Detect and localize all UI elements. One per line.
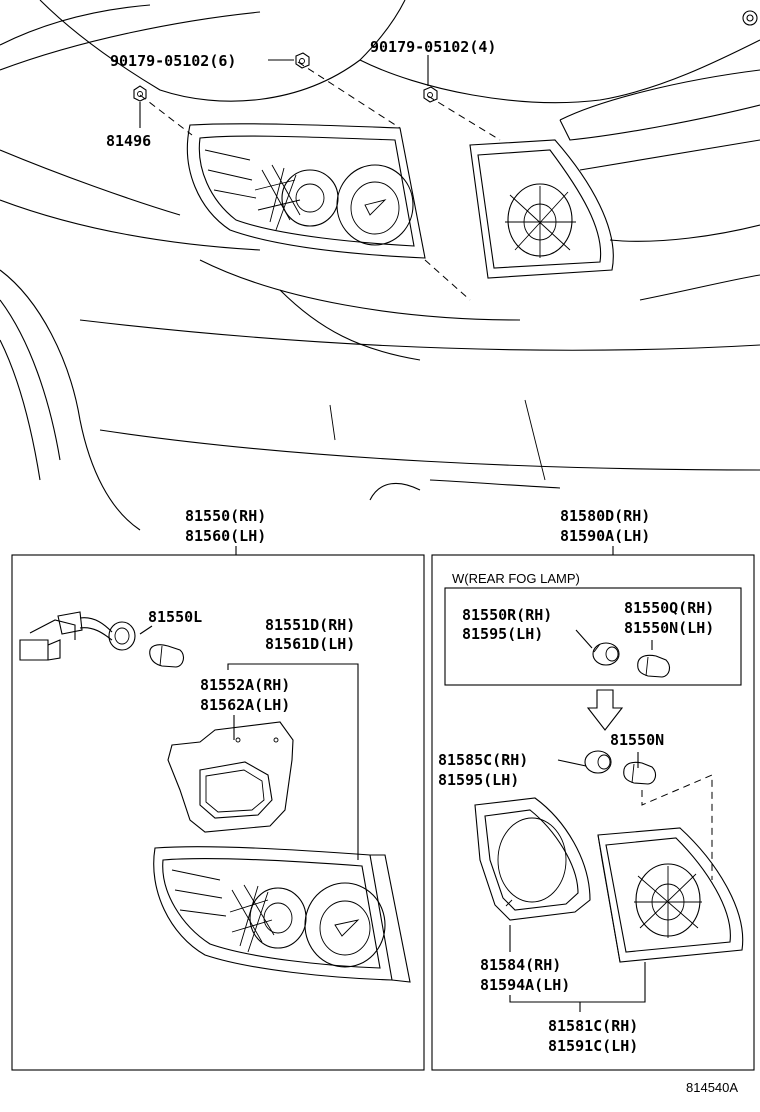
bulb-guide-dash bbox=[641, 774, 713, 880]
fog-bulb-illustration bbox=[637, 640, 671, 678]
upper-back-lamp-illustration bbox=[469, 139, 614, 279]
socket-rh-label[interactable]: 81585C(RH) bbox=[438, 751, 528, 769]
socket-wire-illustration bbox=[19, 611, 185, 668]
bulb-illustration bbox=[623, 761, 657, 785]
fog-socket-rh-label[interactable]: 81550R(RH) bbox=[462, 606, 552, 624]
left-lamp-assembly-illustration bbox=[153, 846, 411, 983]
gasket2-lh-label[interactable]: 81594A(LH) bbox=[480, 976, 570, 994]
fog-socket-illustration bbox=[575, 629, 620, 666]
bolt-hardware bbox=[133, 52, 438, 103]
gasket2-illustration bbox=[474, 797, 591, 921]
lens-body-lh-label[interactable]: 81561D(LH) bbox=[265, 635, 355, 653]
right-assy-lh-label[interactable]: 81590A(LH) bbox=[560, 527, 650, 545]
bulb-label[interactable]: 81550N bbox=[610, 731, 664, 749]
bolt-6-label[interactable]: 90179-05102(6) bbox=[110, 52, 236, 70]
bolt-4-label[interactable]: 90179-05102(4) bbox=[370, 38, 496, 56]
top-label-leaders bbox=[139, 55, 429, 128]
figure-id-label: 814540A bbox=[686, 1080, 738, 1095]
left-assembly-box bbox=[11, 554, 425, 1071]
clip-label[interactable]: 81496 bbox=[106, 132, 151, 150]
fog-socket-lh-label[interactable]: 81595(LH) bbox=[462, 625, 543, 643]
socket-illustration bbox=[584, 750, 612, 774]
lens-lh-label[interactable]: 81591C(LH) bbox=[548, 1037, 638, 1055]
bolt-leader-lines bbox=[139, 61, 501, 301]
socket-lh-label[interactable]: 81595(LH) bbox=[438, 771, 519, 789]
right-lamp-lens-illustration bbox=[597, 827, 744, 963]
lens-bracket bbox=[509, 962, 646, 1003]
gasket-illustration bbox=[167, 721, 294, 833]
lens-rh-label[interactable]: 81581C(RH) bbox=[548, 1017, 638, 1035]
left-assy-lh-label[interactable]: 81560(LH) bbox=[185, 527, 266, 545]
lens-body-bracket bbox=[227, 663, 359, 860]
fog-bulb-lh-label[interactable]: 81550N(LH) bbox=[624, 619, 714, 637]
socket-wire-label[interactable]: 81550L bbox=[148, 608, 202, 626]
vehicle-rear-body bbox=[0, 0, 760, 531]
upper-tail-lamp-illustration bbox=[186, 123, 426, 259]
gasket-lh-label[interactable]: 81562A(LH) bbox=[200, 696, 290, 714]
gasket-rh-label[interactable]: 81552A(RH) bbox=[200, 676, 290, 694]
lens-body-rh-label[interactable]: 81551D(RH) bbox=[265, 616, 355, 634]
gasket2-rh-label[interactable]: 81584(RH) bbox=[480, 956, 561, 974]
arrow-icon bbox=[586, 689, 624, 731]
fog-note-label[interactable]: W(REAR FOG LAMP) bbox=[452, 571, 580, 586]
right-assy-rh-label[interactable]: 81580D(RH) bbox=[560, 507, 650, 525]
socket-leader bbox=[557, 759, 587, 767]
right-assembly-box bbox=[431, 554, 755, 1071]
fog-bulb-rh-label[interactable]: 81550Q(RH) bbox=[624, 599, 714, 617]
socket-wire-leader bbox=[139, 625, 153, 635]
left-assy-rh-label[interactable]: 81550(RH) bbox=[185, 507, 266, 525]
fog-lamp-subbox bbox=[444, 587, 742, 686]
